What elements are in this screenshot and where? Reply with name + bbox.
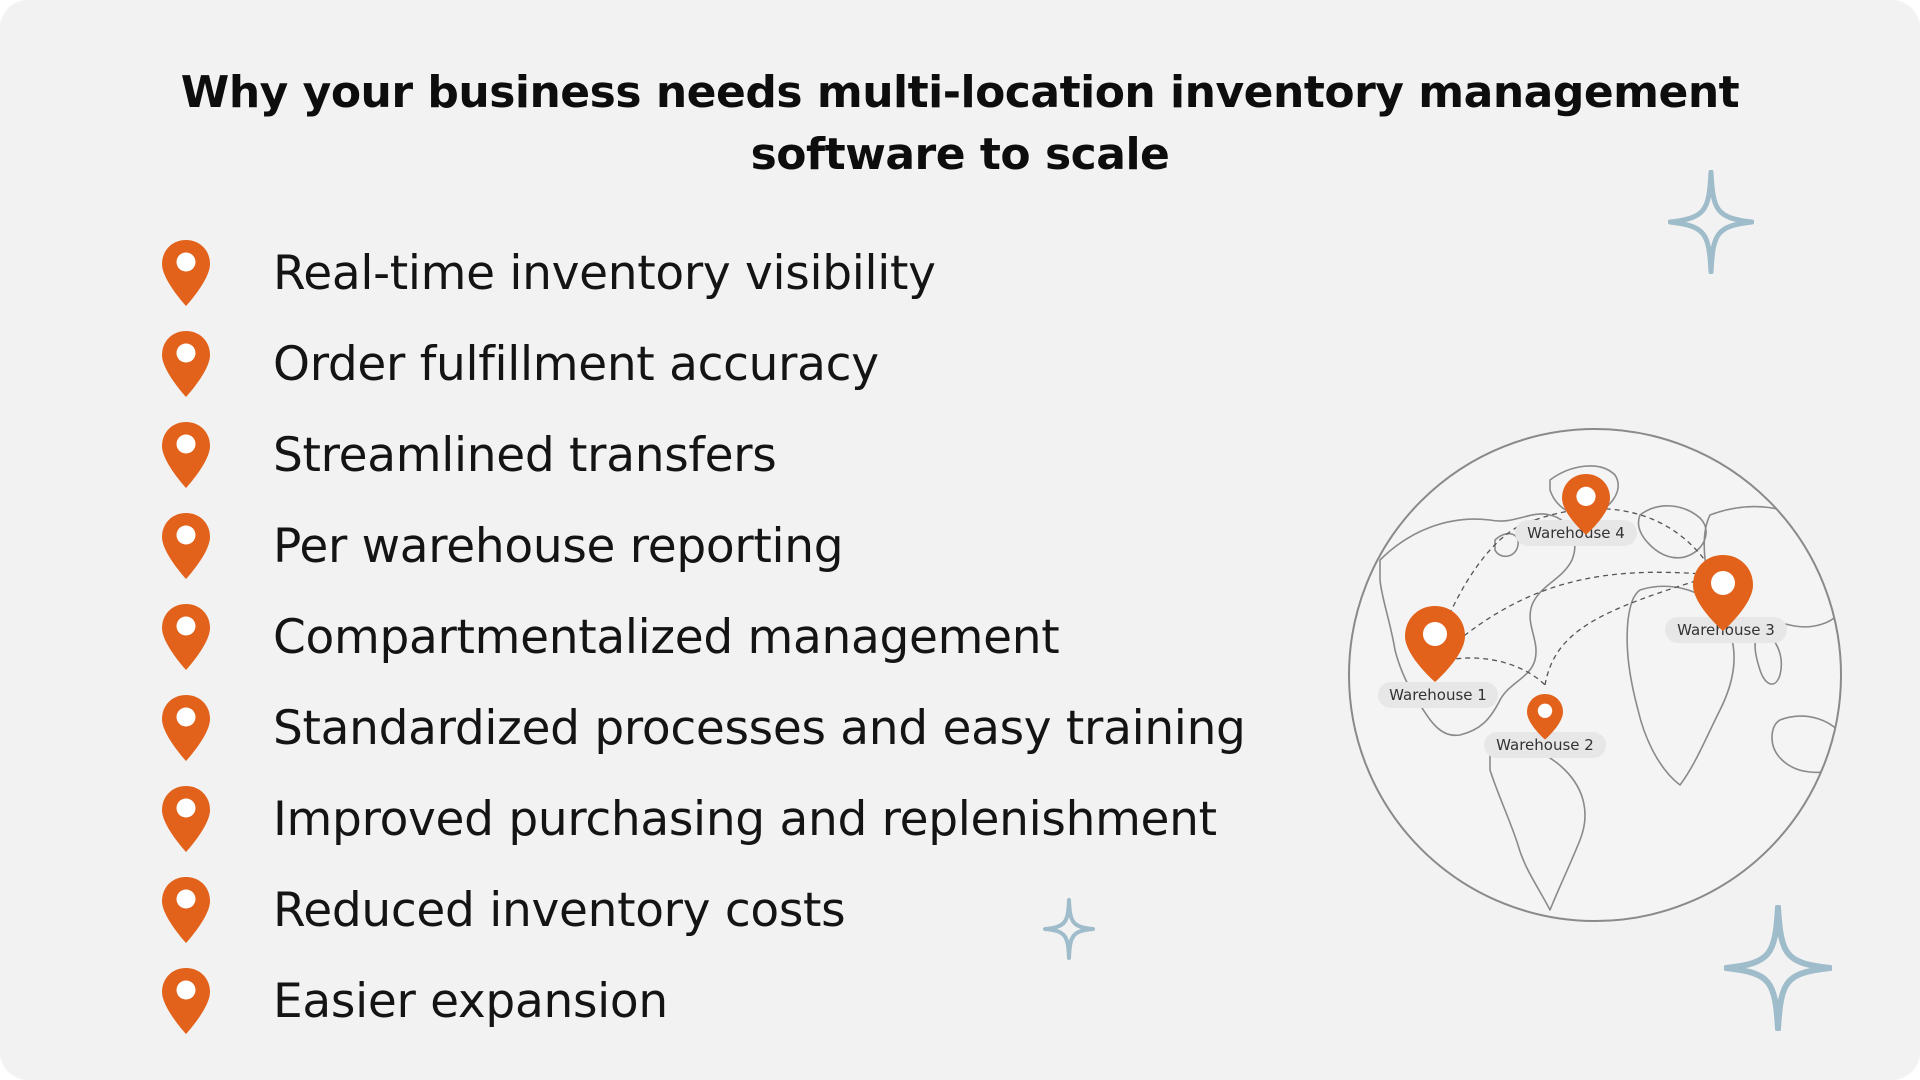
location-pin-icon: [162, 422, 210, 488]
benefit-item: Real-time inventory visibility: [160, 233, 936, 313]
benefit-item: Order fulfillment accuracy: [160, 324, 879, 404]
sparkle-icon: [1043, 898, 1095, 960]
warehouse-label: Warehouse 4: [1527, 524, 1625, 542]
benefit-label: Order fulfillment accuracy: [273, 336, 879, 392]
benefit-item: Per warehouse reporting: [160, 506, 844, 586]
location-pin-icon: [162, 695, 210, 761]
location-pin-icon: [162, 604, 210, 670]
benefit-item: Reduced inventory costs: [160, 870, 846, 950]
location-pin-icon: [162, 331, 210, 397]
benefit-item: Streamlined transfers: [160, 415, 777, 495]
benefit-label: Per warehouse reporting: [273, 518, 844, 574]
benefit-label: Improved purchasing and replenishment: [273, 791, 1217, 847]
globe-map-icon: Warehouse 1 Warehouse 2 Warehouse 3 Ware…: [1348, 428, 1842, 922]
benefit-label: Reduced inventory costs: [273, 882, 846, 938]
location-pin-icon: [162, 240, 210, 306]
warehouse-label: Warehouse 2: [1496, 736, 1594, 754]
benefit-label: Compartmentalized management: [273, 609, 1060, 665]
sparkle-icon: [1668, 170, 1754, 274]
benefit-item: Standardized processes and easy training: [160, 688, 1246, 768]
location-pin-icon: [162, 513, 210, 579]
benefit-item: Easier expansion: [160, 961, 668, 1041]
sparkle-icon: [1724, 905, 1832, 1031]
globe-illustration: Warehouse 1 Warehouse 2 Warehouse 3 Ware…: [1340, 420, 1850, 930]
benefit-label: Standardized processes and easy training: [273, 700, 1246, 756]
page-title: Why your business needs multi-location i…: [160, 62, 1760, 186]
warehouse-label: Warehouse 1: [1389, 686, 1487, 704]
title-line-2: software to scale: [750, 129, 1170, 180]
benefit-item: Compartmentalized management: [160, 597, 1060, 677]
location-pin-icon: [162, 786, 210, 852]
location-pin-icon: [162, 968, 210, 1034]
benefit-label: Streamlined transfers: [273, 427, 777, 483]
warehouse-label: Warehouse 3: [1677, 621, 1775, 639]
location-pin-icon: [162, 877, 210, 943]
benefit-label: Easier expansion: [273, 973, 668, 1029]
title-line-1: Why your business needs multi-location i…: [180, 67, 1740, 118]
benefit-label: Real-time inventory visibility: [273, 245, 936, 301]
benefit-item: Improved purchasing and replenishment: [160, 779, 1217, 859]
